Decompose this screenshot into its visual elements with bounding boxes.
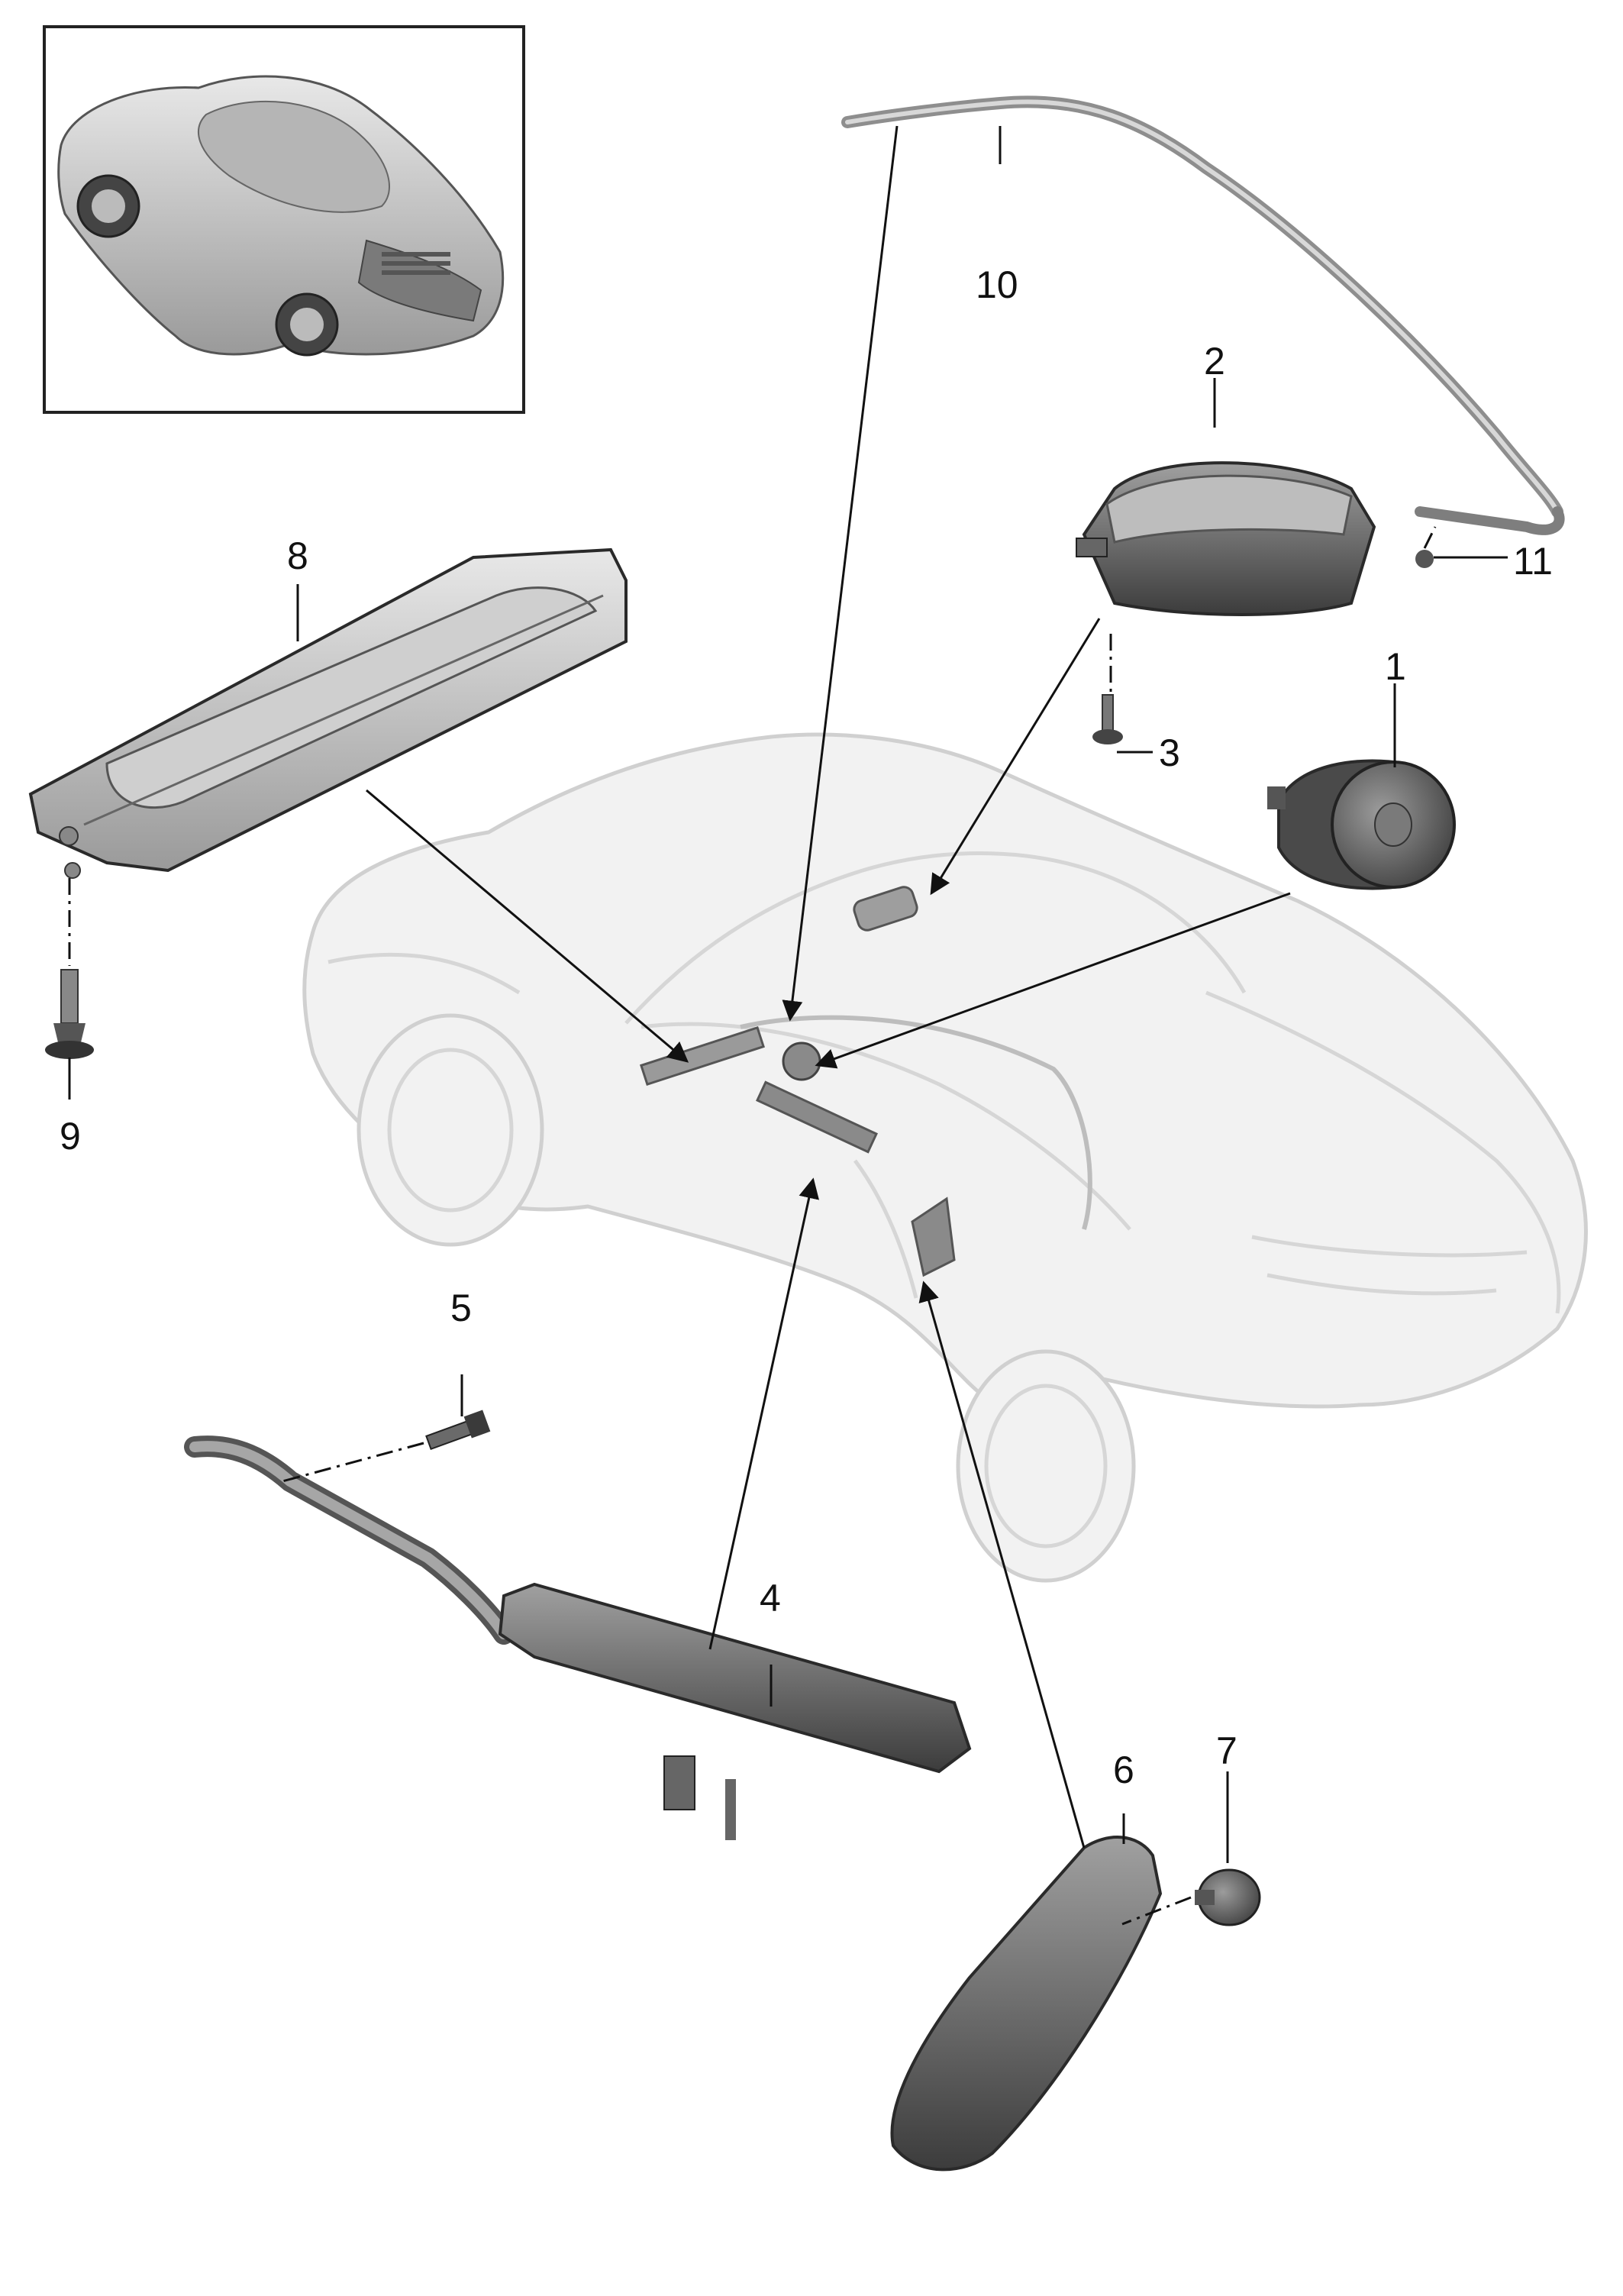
part-3-bolt	[1092, 694, 1123, 744]
callout-3: 3	[1159, 731, 1180, 774]
callout-labels: 1 2 3 4 5 6 7 8 9 10 11	[60, 263, 1553, 1791]
part-4-side-airbag	[184, 1435, 972, 1840]
callout-10: 10	[976, 263, 1018, 306]
callout-1: 1	[1385, 645, 1406, 688]
callout-7: 7	[1216, 1729, 1237, 1772]
part-10-curtain-airbag	[841, 95, 1565, 568]
part-1-driver-airbag	[1267, 759, 1456, 890]
in-car-parts	[640, 886, 1092, 1277]
callout-11: 11	[1513, 540, 1553, 583]
part-6-seat-airbag	[890, 1836, 1163, 2172]
part-2-passenger-airbag	[1076, 461, 1376, 616]
leader-lines	[68, 125, 1508, 1926]
reference-inset	[43, 25, 525, 414]
part-9-screw	[45, 969, 94, 1059]
part-8-knee-airbag	[28, 547, 628, 879]
callout-9: 9	[60, 1115, 81, 1158]
part-5-bolt	[425, 1410, 491, 1451]
part-7-nut	[1195, 1868, 1261, 1926]
callout-2: 2	[1204, 340, 1225, 383]
callout-6: 6	[1113, 1749, 1134, 1791]
callout-5: 5	[450, 1287, 472, 1329]
callout-8: 8	[287, 534, 308, 577]
callout-4: 4	[760, 1577, 781, 1619]
inset-car-image	[57, 75, 505, 357]
